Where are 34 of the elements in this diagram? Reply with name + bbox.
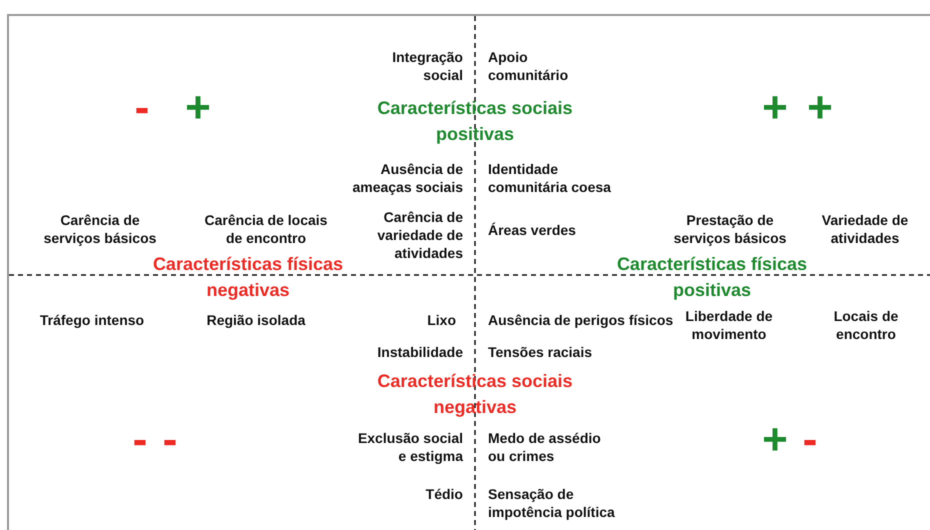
factor-label: Carência de locais de encontro [204,211,328,247]
factor-label: Instabilidade [376,343,463,361]
factor-label: Ausência de ameaças sociais [351,160,463,196]
factor-label: Identidade comunitária coesa [488,160,612,196]
quadrant-sign: - [132,418,148,462]
factor-label: Variedade de atividades [820,211,910,247]
factor-label: Locais de encontro [832,307,900,343]
factor-label: Tédio [424,485,463,503]
factor-label: Carência de variedade de atividades [376,208,463,262]
category-heading: Características sociais negativas [376,370,574,419]
quadrant-sign: + [806,86,834,130]
factor-label: Sensação de impotência política [488,485,616,521]
factor-label: Lixo [426,311,456,329]
factor-label: Áreas verdes [488,221,577,239]
quadrant-sign: + [761,86,789,130]
quadrant-sign: + [184,86,212,130]
category-heading: Características sociais positivas [376,97,574,146]
factor-label: Apoio comunitário [488,48,570,84]
factor-label: Liberdade de movimento [684,307,774,343]
quadrant-sign: - [162,418,178,462]
factor-label: Integração social [391,48,463,84]
quadrant-sign: - [134,86,150,130]
factor-label: Carência de serviços básicos [42,211,158,247]
factor-label: Tráfego intenso [38,311,146,329]
quadrant-sign: - [802,418,818,462]
factor-label: Medo de assédio ou crimes [488,429,602,465]
category-heading: Características físicas positivas [616,253,808,302]
category-heading: Características físicas negativas [152,253,344,302]
quadrant-sign: + [761,418,789,462]
factor-label: Região isolada [206,311,306,329]
factor-label: Tensões raciais [488,343,594,361]
factor-label: Exclusão social e estigma [356,429,463,465]
factor-label: Prestação de serviços básicos [672,211,788,247]
factor-label: Ausência de perigos físicos [488,311,674,329]
